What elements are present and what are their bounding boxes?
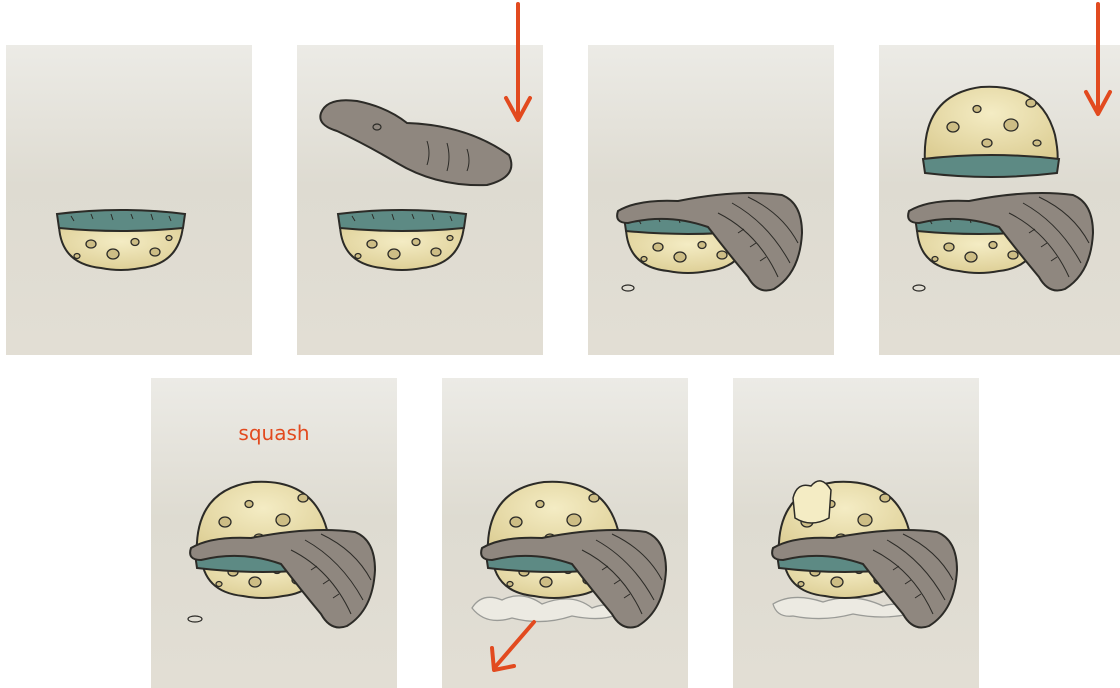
water-puddle: [773, 597, 909, 618]
panel-7-illustration: [733, 378, 979, 688]
panel-7: [733, 378, 979, 688]
panel-6: [442, 378, 688, 688]
down-left-arrow-icon: [484, 618, 544, 678]
panel-6-illustration: [442, 378, 688, 688]
torn-sponge-bit: [793, 481, 831, 523]
panel-3-illustration: [588, 45, 834, 355]
panel-1: [6, 45, 252, 355]
falling-foot-icon: [320, 100, 511, 185]
panel-5-caption: squash: [151, 421, 397, 445]
down-arrow-icon: [1080, 0, 1116, 122]
down-arrow-icon: [500, 0, 536, 130]
panel-3: [588, 45, 834, 355]
panel-1-illustration: [6, 45, 252, 355]
panel-5: squash: [151, 378, 397, 688]
